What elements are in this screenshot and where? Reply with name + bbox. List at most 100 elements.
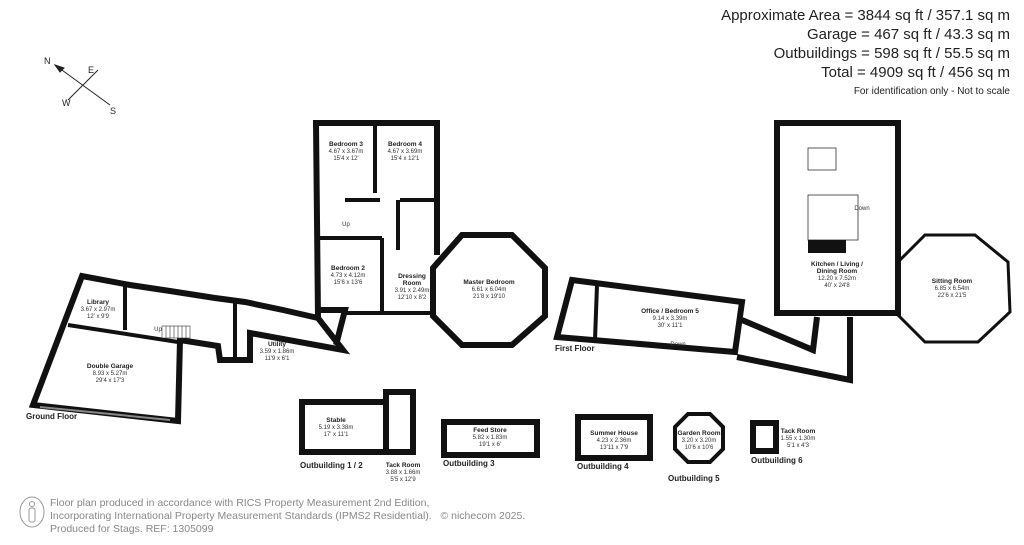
area-summary: Approximate Area = 3844 sq ft / 357.1 sq… [721, 6, 1010, 100]
bedroom2-name: Bedroom 2 [331, 265, 365, 272]
garage-area: Garage = 467 sq ft / 43.3 sq m [806, 26, 1010, 43]
outbuilding-1-2-label: Outbuilding 1 / 2 [300, 461, 363, 470]
garage-metric: 8.93 x 5.27m [93, 371, 128, 377]
bedroom4-imperial: 15'4 x 12'1 [391, 156, 420, 162]
utility-name: Utility [268, 341, 286, 348]
bedroom3-metric: 4.67 x 3.67m [329, 149, 364, 155]
dressing-name-1: Dressing [398, 273, 426, 280]
stairs-down-label: Down [670, 342, 685, 348]
compass-s: S [110, 106, 116, 116]
library-name: Library [87, 299, 109, 306]
compass-n: N [44, 56, 51, 66]
master-imperial: 21'8 x 19'10 [473, 294, 506, 300]
bedroom4-metric: 4.67 x 3.69m [388, 149, 423, 155]
scale-note: For identification only - Not to scale [853, 86, 1010, 97]
bedroom3-name: Bedroom 3 [329, 141, 363, 148]
tack1-metric: 3.88 x 1.66m [386, 470, 421, 476]
kitchen-living-dining: Down Kitchen / Living / Dining Room 12.2… [774, 120, 901, 316]
outbuilding-4-label: Outbuilding 4 [577, 462, 629, 471]
master-name: Master Bedroom [463, 279, 515, 286]
bedroom2-imperial: 15'6 x 13'6 [334, 280, 363, 286]
sitting-name: Sitting Room [932, 278, 973, 285]
library-imperial: 12' x 9'9 [87, 314, 110, 320]
stairs-up-label-2: Up [342, 222, 350, 228]
garage-imperial: 29'4 x 17'3 [96, 378, 125, 384]
outbuilding-1-2: Stable 5.19 x 3.38m 17' x 11'1 Outbuildi… [299, 389, 421, 483]
copyright: © nichecom 2025. [440, 510, 526, 522]
compass-w: W [62, 98, 71, 108]
garage-door [39, 406, 171, 421]
kitchen-name-1: Kitchen / Living / [811, 261, 863, 268]
outbuilding-6: Tack Room 1.55 x 1.30m 5'1 x 4'3 Outbuil… [750, 420, 816, 465]
first-floor: Office / Bedroom 5 9.14 x 3.39m 30' x 11… [553, 276, 853, 384]
office-imperial: 30' x 11'1 [658, 323, 684, 329]
footer-line-3: Produced for Stags. REF: 1305099 [50, 523, 214, 535]
stable-imperial: 17' x 11'1 [324, 432, 350, 438]
outbuilding-3: Feed Store 5.82 x 1.83m 19'1 x 6' Outbui… [441, 419, 540, 468]
utility-imperial: 11'9 x 6'1 [265, 356, 291, 362]
bedroom2-metric: 4.73 x 4.12m [331, 273, 366, 279]
ground-floor-label: Ground Floor [26, 412, 77, 421]
ground-floor: Up Library 3.67 x 2.97m 12' x 9'9 Double… [26, 272, 351, 425]
kitchen-metric: 12.20 x 7.52m [818, 276, 856, 282]
feed-imperial: 19'1 x 6' [479, 442, 501, 448]
library-metric: 3.67 x 2.97m [81, 307, 116, 313]
utility-metric: 3.59 x 1.86m [260, 349, 295, 355]
stairs-icon [807, 194, 859, 241]
outbuilding-5-label: Outbuilding 5 [668, 474, 720, 483]
library-wall [67, 323, 179, 344]
master-bedroom: Master Bedroom 6.61 x 6.04m 21'8 x 19'10 [430, 232, 548, 348]
tack1-imperial: 5'5 x 12'9 [390, 477, 416, 483]
kitchen-island [807, 147, 837, 171]
tack1-name: Tack Room [386, 462, 421, 469]
outbuilding-4: Summer House 4.23 x 2.36m 13'11 x 7'9 Ou… [575, 414, 653, 471]
footer-line-2: Incorporating International Property Mea… [50, 510, 432, 522]
office-outline [553, 276, 746, 356]
compass-icon: N E S W [44, 56, 116, 116]
stairs-down-label-2: Down [854, 206, 869, 212]
outbuilding-5: Garden Room 3.20 x 3.20m 10'6 x 10'6 Out… [668, 412, 725, 483]
bedroom-block: Bedroom 3 4.67 x 3.67m 15'4 x 12' Bedroo… [312, 120, 440, 346]
bedroom3-imperial: 15'4 x 12' [333, 156, 358, 162]
tack6-name: Tack Room [781, 428, 816, 435]
footer-line-1: Floor plan produced in accordance with R… [50, 497, 430, 509]
total-area: Total = 4909 sq ft / 456 sq m [821, 64, 1010, 81]
approximate-area: Approximate Area = 3844 sq ft / 357.1 sq… [721, 7, 1010, 24]
ground-floor-outline [28, 272, 351, 425]
tack6-imperial: 5'1 x 4'3 [787, 443, 810, 449]
garden-name: Garden Room [678, 430, 721, 437]
summer-imperial: 13'11 x 7'9 [600, 445, 629, 451]
stable-name: Stable [326, 417, 346, 424]
feed-name: Feed Store [473, 427, 507, 434]
sitting-imperial: 22'6 x 21'5 [938, 293, 967, 299]
outbuildings-area: Outbuildings = 598 sq ft / 55.5 sq m [773, 45, 1010, 62]
tack6-metric: 1.55 x 1.30m [781, 436, 816, 442]
sitting-metric: 6.85 x 6.54m [935, 286, 970, 292]
feed-metric: 5.82 x 1.83m [473, 435, 508, 441]
office-name: Office / Bedroom 5 [641, 308, 699, 315]
person-icon [19, 496, 45, 528]
first-floor-label: First Floor [555, 344, 595, 353]
garden-imperial: 10'6 x 10'6 [685, 445, 714, 451]
bedroom4-name: Bedroom 4 [388, 141, 422, 148]
outbuilding-6-label: Outbuilding 6 [751, 456, 803, 465]
kitchen-imperial: 40' x 24'8 [824, 283, 850, 289]
office-metric: 9.14 x 3.39m [653, 316, 688, 322]
stairs-icon [161, 325, 191, 339]
compass-e: E [88, 65, 94, 75]
kitchen-name-2: Dining Room [817, 268, 858, 275]
sitting-room: Sitting Room 6.85 x 6.54m 22'6 x 21'5 [896, 233, 1012, 344]
stairs-up-label: Up [154, 327, 162, 333]
stable-metric: 5.19 x 3.38m [319, 425, 354, 431]
garage-name: Double Garage [87, 363, 134, 370]
outbuilding-3-label: Outbuilding 3 [443, 459, 495, 468]
dressing-metric: 3.91 x 2.49m [395, 288, 430, 294]
dressing-imperial: 12'10 x 8'2 [398, 295, 427, 301]
garden-metric: 3.20 x 3.20m [682, 438, 717, 444]
summer-metric: 4.23 x 2.36m [597, 438, 632, 444]
footer-notice: Floor plan produced in accordance with R… [50, 497, 525, 536]
dressing-name-2: Room [403, 280, 422, 287]
summer-name: Summer House [590, 430, 638, 437]
master-metric: 6.61 x 6.04m [472, 287, 507, 293]
